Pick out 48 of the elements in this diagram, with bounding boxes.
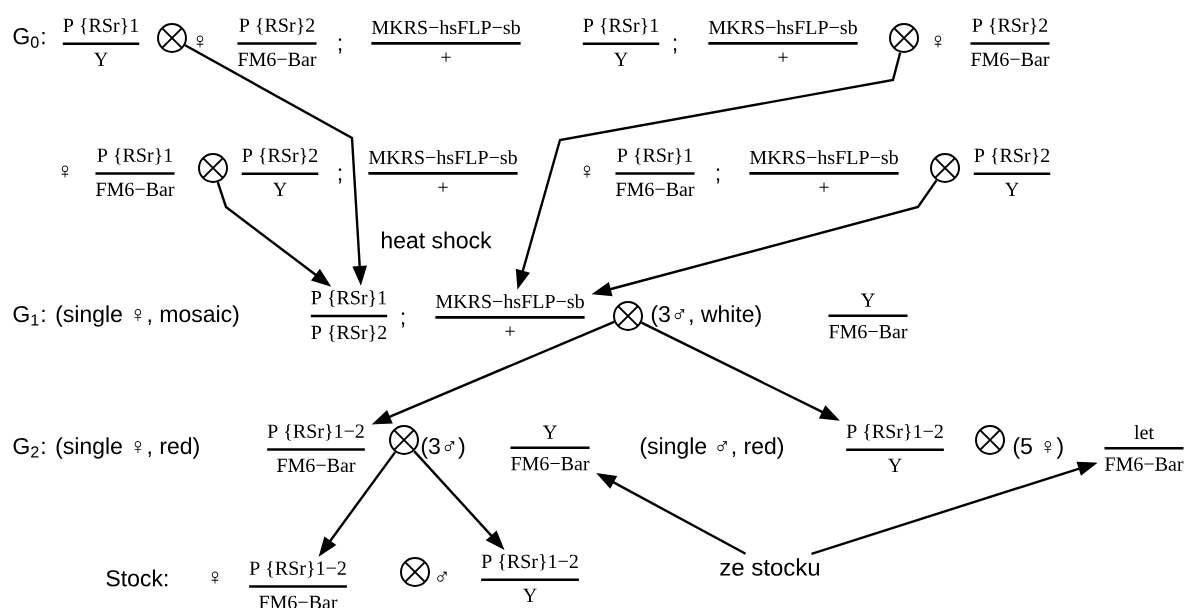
heat-shock-label: heat shock: [382, 231, 492, 249]
annotation-text: ze stocku: [720, 558, 820, 576]
separator: ;: [401, 312, 405, 328]
parent-label: (single ♂, red): [640, 437, 784, 459]
separator: ;: [673, 38, 677, 54]
genotype-fraction: MKRS−hsFLP−sb +: [371, 20, 521, 62]
genotype-fraction: Y FM6−Bar: [828, 293, 908, 339]
genotype-fraction: P {RSr}1−2 Y: [481, 554, 579, 602]
cross-symbol: [157, 23, 187, 53]
cross-symbol: [613, 301, 643, 331]
genotype-fraction: P {RSr}2 FM6−Bar: [970, 17, 1050, 67]
genotype-fraction: P {RSr}2 Y: [241, 148, 319, 196]
sex-symbol: ♀: [934, 35, 942, 48]
parent-label: (5 ♀): [1013, 437, 1063, 459]
parent-label: (3♂): [421, 437, 465, 459]
cross-symbol: [400, 557, 430, 587]
genotype-fraction: P {RSr}1 P {RSr}2: [310, 290, 388, 342]
genotype-fraction: P {RSr}1 FM6−Bar: [95, 147, 175, 197]
genotype-fraction: P {RSr}1 Y: [62, 18, 140, 66]
genotype-fraction: MKRS−hsFLP−sb +: [749, 150, 899, 192]
separator: ;: [338, 38, 342, 54]
genotype-fraction: let FM6−Bar: [1104, 425, 1184, 471]
genotype-fraction: P {RSr}1 Y: [582, 18, 660, 66]
cross-symbol: [889, 23, 919, 53]
cross-symbol: [975, 425, 1005, 455]
sex-symbol: ♀: [583, 165, 591, 178]
genotype-fraction: P {RSr}1 FM6−Bar: [615, 147, 695, 197]
generation-label: G$_{1}$: (single ♀, mosaic): [13, 305, 239, 327]
separator: ;: [338, 168, 342, 184]
cross-symbol: [930, 153, 960, 183]
sex-symbol: ♀: [211, 571, 219, 584]
generation-label: Stock:: [106, 569, 168, 587]
cross-symbol: [389, 425, 419, 455]
separator: ;: [716, 168, 720, 184]
genotype-fraction: MKRS−hsFLP−sb +: [708, 20, 858, 62]
sex-symbol: ♂: [437, 571, 447, 582]
genotype-fraction: MKRS−hsFLP−sb +: [435, 294, 585, 336]
genotype-fraction: P {RSr}1−2 FM6−Bar: [267, 423, 365, 473]
sex-symbol: ♀: [196, 35, 204, 48]
genotype-fraction: MKRS−hsFLP−sb +: [368, 150, 518, 192]
genotype-fraction: P {RSr}1−2 Y: [846, 424, 944, 472]
sex-symbol: ♀: [61, 165, 69, 178]
genotype-fraction: Y FM6−Bar: [510, 425, 590, 471]
generation-label: G$_{2}$: (single ♀, red): [13, 437, 199, 459]
genotype-fraction: P {RSr}2 FM6−Bar: [237, 17, 317, 67]
cross-symbol: [198, 153, 228, 183]
parent-label: (3♂, white): [651, 305, 761, 327]
genotype-fraction: P {RSr}2 Y: [973, 148, 1051, 196]
